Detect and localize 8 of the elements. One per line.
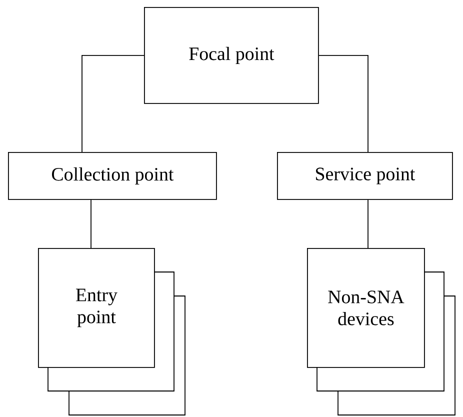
box: Collection point [8,152,217,200]
box: Service point [277,152,453,200]
connector-line [318,55,368,152]
connector-line [90,199,92,248]
stacked-box: Non-SNA devices [307,248,425,368]
box: Focal point [144,7,319,104]
stacked-box: Entry point [38,248,155,368]
connector-line [82,55,144,152]
